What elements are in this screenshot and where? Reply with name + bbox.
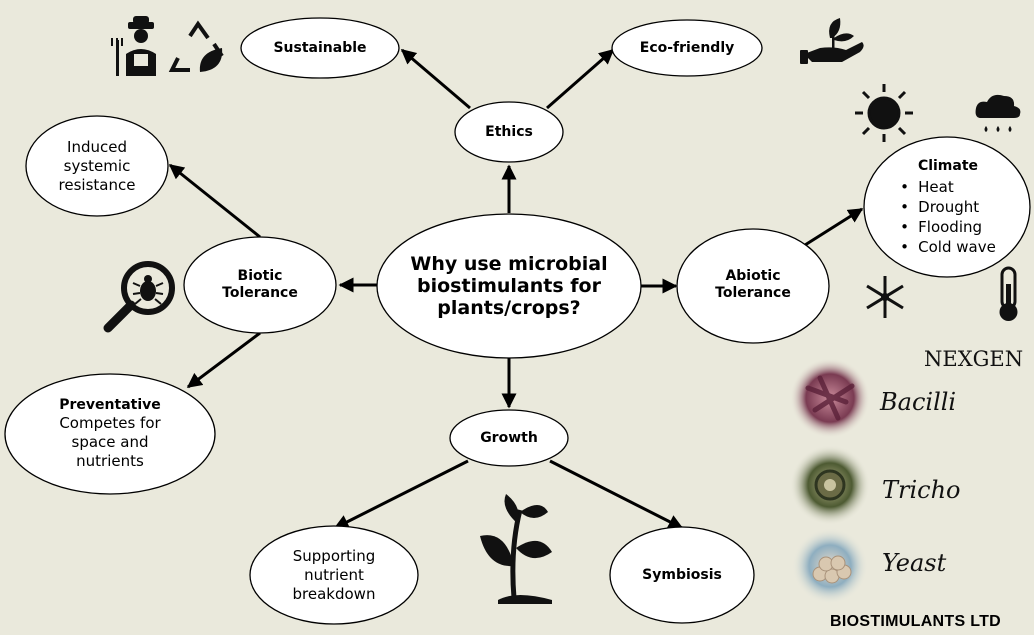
supporting-node — [249, 525, 419, 625]
arrow-ethics-ecofriendly — [546, 48, 615, 110]
preventative-node — [4, 373, 216, 495]
recycle-leaf-icon — [168, 20, 224, 72]
product-yeast: Yeast — [882, 549, 947, 577]
tricho-image — [790, 445, 870, 525]
sprout-icon — [480, 494, 552, 604]
ecofriendly-node — [611, 19, 763, 77]
company-name: BIOSTIMULANTS LTD — [830, 613, 1002, 630]
symbiosis-node — [609, 526, 755, 624]
arrow-ethics-sustainable — [400, 48, 471, 110]
arrow-growth-supporting — [333, 459, 469, 530]
brand-name: NEXGEN — [924, 347, 1024, 371]
growth-node — [449, 409, 569, 467]
bacilli-image — [790, 358, 870, 438]
center-node — [376, 213, 642, 359]
yeast-image — [792, 528, 868, 604]
magnifier-bug-icon — [103, 261, 175, 333]
farmer-icon — [111, 16, 156, 76]
snowflake-icon — [866, 276, 904, 318]
climate-node — [863, 136, 1031, 278]
thermometer-icon — [999, 266, 1018, 321]
arrow-abiotic-climate — [804, 207, 864, 247]
connectors — [168, 48, 864, 530]
arrow-growth-symbiosis — [549, 459, 684, 530]
sustainable-node — [240, 17, 400, 79]
arrow-biotic-preventative — [186, 331, 261, 389]
product-tricho: Tricho — [882, 476, 961, 504]
abiotic-node — [676, 228, 830, 344]
ethics-node — [454, 101, 564, 163]
arrow-biotic-induced — [168, 163, 261, 239]
product-bacilli: Bacilli — [880, 388, 957, 416]
rain-cloud-icon — [975, 94, 1021, 132]
induced-node — [25, 115, 169, 217]
biotic-node — [183, 236, 337, 334]
hand-plant-icon — [800, 18, 864, 64]
sun-icon — [855, 84, 913, 142]
